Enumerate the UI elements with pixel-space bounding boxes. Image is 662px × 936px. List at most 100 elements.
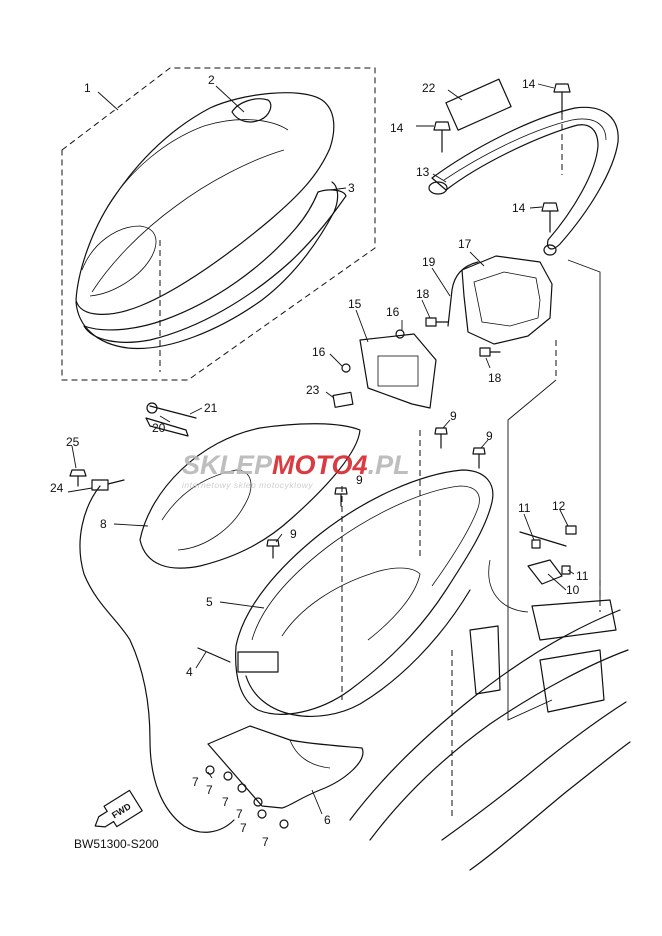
damper-7-e — [257, 809, 267, 819]
bolt-12 — [565, 525, 577, 535]
wm-4: 4 — [352, 450, 368, 480]
damper-7-a — [205, 765, 215, 775]
lock-bracket-10 — [527, 559, 563, 585]
tray-rim — [161, 469, 252, 551]
seat-handle — [231, 98, 272, 123]
cover-group — [205, 725, 364, 829]
callout-3: 3 — [348, 181, 355, 195]
frame-gusset — [539, 649, 605, 713]
callout-19: 19 — [422, 255, 436, 269]
rod-4 — [197, 647, 231, 663]
plate-group — [332, 329, 437, 409]
carrier-foot-left — [428, 181, 448, 195]
callout-13: 13 — [416, 165, 430, 179]
storage-box-rim-inner — [251, 485, 480, 641]
bracket-group — [425, 255, 557, 380]
bolt-14-left — [433, 121, 451, 153]
callout-14a: 14 — [522, 77, 536, 91]
callout-10: 10 — [566, 583, 580, 597]
bolt-14-top — [553, 83, 571, 115]
callout-2: 2 — [208, 73, 215, 87]
callout-18a: 18 — [416, 287, 430, 301]
lock-rod — [519, 531, 567, 547]
callout-23: 23 — [306, 383, 320, 397]
carrier-group — [428, 78, 619, 256]
callout-7b: 7 — [206, 783, 213, 797]
tray-group — [139, 423, 361, 569]
callout-4: 4 — [186, 665, 193, 679]
callout-16a: 16 — [386, 305, 400, 319]
callout-25: 25 — [66, 435, 80, 449]
callout-7d: 7 — [236, 807, 243, 821]
cover-fold — [289, 739, 331, 769]
fwd-arrow: FWD — [94, 789, 143, 828]
wm-sklep: SKLEP — [182, 450, 273, 480]
callout-21: 21 — [204, 401, 218, 415]
watermark-brand: SKLEPMOTO4.PL — [182, 450, 410, 480]
watermark: SKLEPMOTO4.PL internetowy sklep motocykl… — [182, 450, 410, 490]
frame-cross-member — [531, 599, 617, 641]
frame-down-tube-2 — [469, 741, 631, 871]
callout-16b: 16 — [312, 345, 326, 359]
bolt-14-right — [541, 202, 559, 233]
storage-box-latch — [237, 651, 279, 673]
callout-9a: 9 — [450, 409, 457, 423]
storage-box-5 — [235, 469, 494, 715]
frame-bracket — [469, 625, 501, 695]
seat-cushion-line-2 — [107, 119, 289, 207]
bracket-leadline-2 — [507, 379, 557, 721]
callouts: 1 2 3 4 5 6 7 7 7 7 7 7 8 9 9 9 9 10 11 … — [50, 73, 589, 849]
fwd-arrow-shape — [94, 789, 143, 828]
tool-wrench — [145, 417, 189, 437]
seat-base-rim — [75, 181, 339, 350]
seat-cushion-line — [91, 149, 285, 293]
seat-front-pad — [81, 225, 157, 297]
tool-handle — [146, 402, 158, 414]
callout-20: 20 — [152, 421, 166, 435]
callout-11a: 11 — [518, 501, 531, 515]
storage-box-base — [245, 589, 471, 717]
callout-22: 22 — [422, 81, 436, 95]
bolt-9-b — [472, 447, 486, 469]
cover-6 — [207, 725, 364, 809]
callout-7a: 7 — [192, 775, 199, 789]
box-hook-19 — [447, 261, 479, 327]
callout-7f: 7 — [262, 835, 269, 849]
frame-rail-lower — [369, 649, 629, 841]
callout-6: 6 — [324, 813, 331, 827]
frame-group — [349, 259, 631, 871]
watermark-tagline: internetowy sklep motocyklowy — [182, 480, 313, 490]
damper-7-c — [237, 783, 247, 793]
cable-group — [69, 469, 235, 833]
cable-end-box — [91, 479, 109, 491]
damper-7-b — [223, 771, 233, 781]
bolt-11-a — [531, 539, 541, 549]
callout-7e: 7 — [240, 821, 247, 835]
grommet-16-b — [341, 363, 351, 373]
bolt-18-top — [425, 317, 449, 327]
seat-damper-strip — [83, 189, 347, 343]
battery-box-inner — [473, 271, 541, 327]
seat-lock-cable-24 — [79, 485, 235, 833]
callout-24: 24 — [50, 481, 64, 495]
callout-14b: 14 — [390, 121, 404, 135]
callout-1: 1 — [84, 81, 91, 95]
carrier-foot-right — [543, 244, 557, 256]
carrier-grab-rail — [431, 106, 619, 250]
callout-9d: 9 — [290, 527, 297, 541]
callout-11b: 11 — [576, 569, 589, 583]
tool-kit-group — [145, 402, 197, 437]
callout-9c: 9 — [356, 473, 363, 487]
wm-pl: .PL — [368, 450, 410, 480]
callout-8: 8 — [100, 517, 107, 531]
plate-window — [377, 355, 419, 387]
tool-screwdriver — [149, 405, 197, 419]
leader-lines — [67, 83, 575, 815]
battery-box-17 — [461, 255, 553, 345]
tray-8 — [139, 423, 361, 569]
storage-box-floor — [281, 567, 421, 641]
bolt-9-a — [434, 427, 448, 449]
frame-loop — [488, 559, 529, 613]
storage-box-group — [235, 427, 494, 717]
seat-group — [61, 67, 376, 381]
